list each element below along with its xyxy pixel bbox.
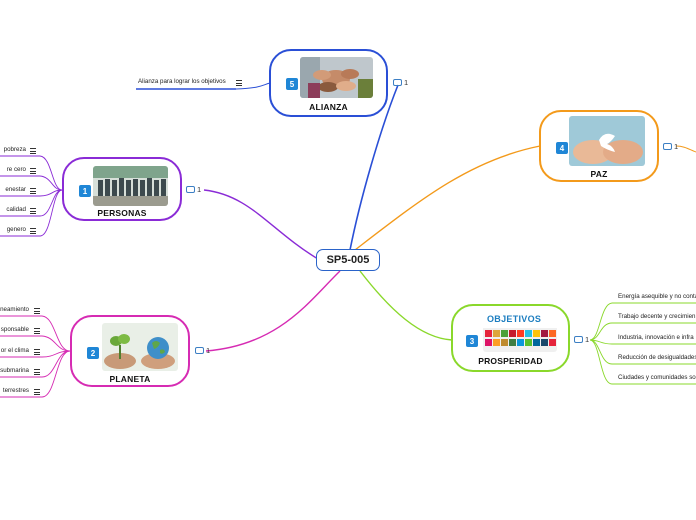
paz-image xyxy=(569,116,645,166)
comment-icon xyxy=(195,347,204,354)
paz-comment-count[interactable]: 1 xyxy=(663,142,678,151)
menu-icon[interactable] xyxy=(34,308,40,314)
subtopic-alianza-1[interactable]: Alianza para lograr los objetivos xyxy=(138,78,226,85)
planeta-title: PLANETA xyxy=(109,374,151,384)
comment-icon xyxy=(574,336,583,343)
alianza-comment-count[interactable]: 1 xyxy=(393,78,408,87)
personas-title: PERSONAS xyxy=(97,208,147,218)
menu-icon[interactable] xyxy=(34,389,40,395)
comment-icon xyxy=(186,186,195,193)
subtopic-planeta-1[interactable]: neamiento xyxy=(0,306,29,313)
alianza-title: ALIANZA xyxy=(309,102,348,112)
topic-alianza[interactable]: 5 ALIANZA xyxy=(269,49,388,117)
prosperidad-image: OBJETIVOS xyxy=(483,312,557,352)
subtopic-planeta-3[interactable]: or el clima xyxy=(0,347,29,354)
planeta-comment-count[interactable]: 1 xyxy=(195,346,210,355)
subtopic-planeta-2[interactable]: sponsable xyxy=(0,326,29,333)
topic-personas[interactable]: 1 PERSONAS xyxy=(62,157,182,221)
prosperidad-number-badge: 3 xyxy=(466,335,478,347)
personas-number-badge: 1 xyxy=(79,185,91,197)
menu-icon[interactable] xyxy=(34,369,40,375)
prosperidad-banner-text: OBJETIVOS xyxy=(487,314,542,324)
subtopic-prosperidad-3[interactable]: Industria, innovación e infra xyxy=(618,334,694,341)
comment-icon xyxy=(663,143,672,150)
subtopic-planeta-5[interactable]: terrestres xyxy=(2,387,29,394)
paz-title: PAZ xyxy=(590,169,608,179)
topic-planeta[interactable]: 2 PLANETA xyxy=(70,315,190,387)
paz-number-badge: 4 xyxy=(556,142,568,154)
topic-paz[interactable]: 4 PAZ xyxy=(539,110,659,182)
menu-icon[interactable] xyxy=(236,80,242,86)
central-topic-label: SP5-005 xyxy=(326,254,370,266)
subtopic-personas-4[interactable]: calidad xyxy=(6,206,26,213)
alianza-image xyxy=(300,57,373,98)
menu-icon[interactable] xyxy=(30,148,36,154)
personas-comment-count[interactable]: 1 xyxy=(186,185,201,194)
subtopic-personas-5[interactable]: genero xyxy=(6,226,26,233)
menu-icon[interactable] xyxy=(30,168,36,174)
menu-icon[interactable] xyxy=(30,188,36,194)
central-topic[interactable]: SP5-005 xyxy=(316,249,380,271)
menu-icon[interactable] xyxy=(30,228,36,234)
menu-icon[interactable] xyxy=(34,349,40,355)
subtopic-personas-1[interactable]: pobreza xyxy=(3,146,26,153)
menu-icon[interactable] xyxy=(34,328,40,334)
planeta-image xyxy=(102,323,178,371)
menu-icon[interactable] xyxy=(30,208,36,214)
comment-icon xyxy=(393,79,402,86)
subtopic-planeta-4[interactable]: submarina xyxy=(0,367,29,374)
subtopic-prosperidad-2[interactable]: Trabajo decente y crecimien xyxy=(618,313,696,320)
subtopic-personas-3[interactable]: enestar xyxy=(5,186,26,193)
planeta-number-badge: 2 xyxy=(87,347,99,359)
alianza-number-badge: 5 xyxy=(286,78,298,90)
topic-prosperidad[interactable]: OBJETIVOS 3 PROSPERIDAD xyxy=(451,304,570,372)
prosperidad-comment-count[interactable]: 1 xyxy=(574,335,589,344)
subtopic-personas-2[interactable]: re cero xyxy=(6,166,26,173)
subtopic-prosperidad-4[interactable]: Reducción de desigualdades xyxy=(618,354,696,361)
subtopic-prosperidad-1[interactable]: Energía asequible y no conta xyxy=(618,293,696,300)
prosperidad-title: PROSPERIDAD xyxy=(478,356,543,366)
subtopic-prosperidad-5[interactable]: Ciudades y comunidades so xyxy=(618,374,696,381)
personas-image xyxy=(93,166,168,206)
